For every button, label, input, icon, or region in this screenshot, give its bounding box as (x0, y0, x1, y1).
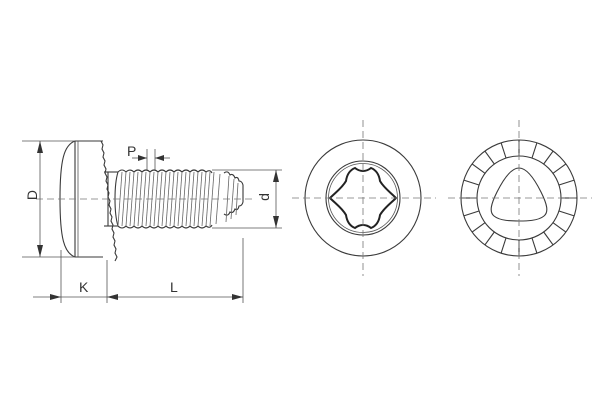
label-P: P (127, 143, 136, 159)
screw-tip (223, 171, 244, 223)
label-L: L (170, 279, 178, 295)
dimension-P: P (127, 143, 170, 170)
dimension-d: d (212, 169, 282, 229)
dimension-K-L: K L (33, 238, 244, 303)
front-view-torx (292, 120, 436, 276)
label-D: D (24, 190, 40, 200)
side-view (36, 140, 255, 262)
rear-view-serrated (448, 120, 592, 276)
label-K: K (79, 279, 89, 295)
label-d: d (256, 193, 272, 201)
dimension-D: D (22, 140, 75, 258)
